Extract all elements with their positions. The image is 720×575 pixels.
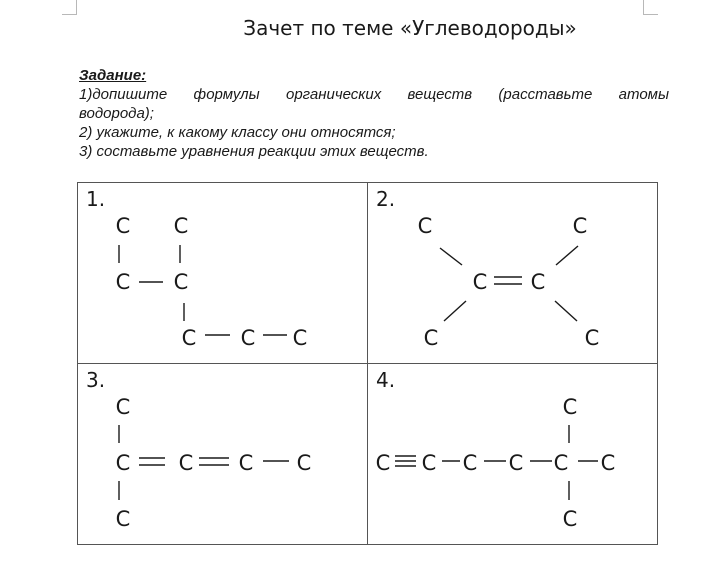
structure-4-diagram: C C C C C C C C [376, 395, 616, 531]
atom: C [116, 507, 131, 531]
structure-cell-3: 3. C C C C C C [77, 363, 368, 545]
structure-3-diagram: C C C C C C [116, 395, 312, 531]
document-title: Зачет по теме «Углеводороды» [243, 16, 577, 40]
atom: C [174, 214, 189, 238]
atom: C [116, 395, 131, 419]
atom: C [473, 270, 488, 294]
task-line-2: 2) укажите, к какому классу они относятс… [79, 124, 396, 141]
task-line-1: 1)допишите формулы органических веществ … [79, 86, 669, 103]
atom: C [509, 451, 524, 475]
atom: C [297, 451, 312, 475]
task-heading: Задание: [79, 67, 147, 84]
atom: C [573, 214, 588, 238]
structure-1-diagram: C C C C C C C [116, 214, 308, 350]
atom: C [531, 270, 546, 294]
atom: C [463, 451, 478, 475]
task-block: Задание: 1)допишите формулы органических… [79, 66, 669, 161]
bond [443, 300, 467, 322]
atom: C [424, 326, 439, 350]
atom: C [585, 326, 600, 350]
task-line-3: 3) составьте уравнения реакции этих веще… [79, 143, 429, 160]
atom: C [563, 507, 578, 531]
atom: C [179, 451, 194, 475]
cell-number-2: 2. [376, 187, 396, 211]
atom: C [116, 214, 131, 238]
cell-number-3: 3. [86, 368, 106, 392]
bond [555, 245, 579, 266]
atom: C [563, 395, 578, 419]
atom: C [182, 326, 197, 350]
atom: C [116, 270, 131, 294]
atom: C [418, 214, 433, 238]
page-corner-mark-right [643, 0, 658, 15]
task-line-1-continued: водорода); [79, 105, 154, 122]
atom: C [601, 451, 616, 475]
bond [439, 247, 463, 266]
cell-number-4: 4. [376, 368, 396, 392]
structure-cell-1: 1. C C C C C C C [77, 182, 368, 364]
bond [554, 300, 578, 322]
atom: C [239, 451, 254, 475]
atom: C [293, 326, 308, 350]
atom: C [241, 326, 256, 350]
structure-cell-4: 4. C C C C C C C C [367, 363, 658, 545]
atom: C [174, 270, 189, 294]
cell-number-1: 1. [86, 187, 106, 211]
atom: C [116, 451, 131, 475]
atom: C [376, 451, 391, 475]
page-corner-mark-left [62, 0, 77, 15]
atom: C [554, 451, 569, 475]
structures-table: 1. C C C C C C C 2. C C [77, 182, 658, 545]
atom: C [422, 451, 437, 475]
structure-2-diagram: C C C C C C [418, 214, 600, 350]
structure-cell-2: 2. C C C C C C [367, 182, 658, 364]
